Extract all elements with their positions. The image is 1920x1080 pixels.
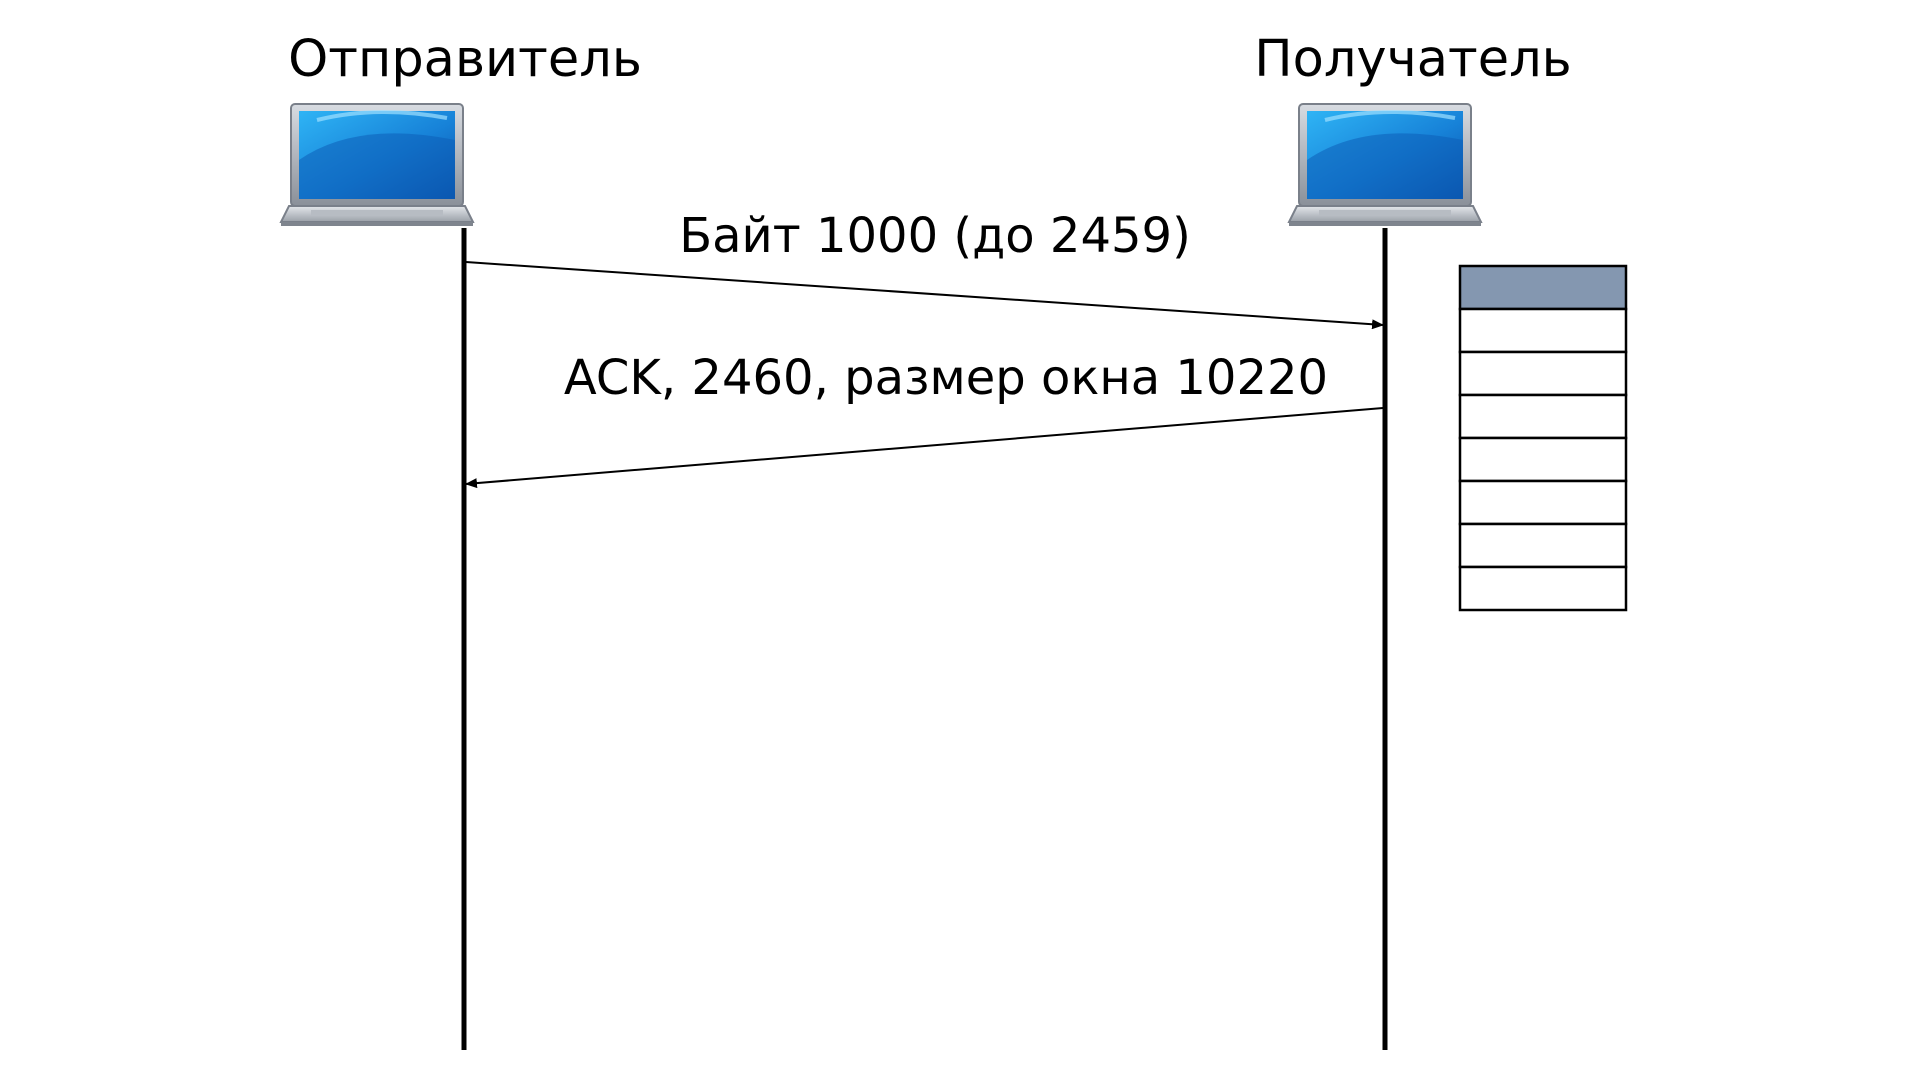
- receiver-laptop-icon: [1287, 103, 1483, 226]
- buffer-slot-empty: [1458, 393, 1628, 440]
- buffer-slot-empty: [1458, 307, 1628, 354]
- data-message-arrow: [465, 261, 1384, 330]
- buffer-slot-empty: [1458, 522, 1628, 569]
- buffer-slot-empty: [1458, 565, 1628, 612]
- buffer-slot-empty: [1458, 479, 1628, 526]
- ack-message-arrow: [465, 407, 1384, 489]
- receiver-label: Получатель: [1254, 30, 1572, 89]
- buffer-slot-filled: [1458, 264, 1628, 311]
- receiver-buffer: [1458, 264, 1628, 612]
- ack-message-label: ACK, 2460, размер окна 10220: [563, 350, 1329, 406]
- buffer-slot-empty: [1458, 350, 1628, 397]
- sender-laptop-icon: [279, 103, 475, 226]
- data-message-label: Байт 1000 (до 2459): [679, 208, 1191, 264]
- buffer-slot-empty: [1458, 436, 1628, 483]
- sender-label: Отправитель: [288, 30, 642, 89]
